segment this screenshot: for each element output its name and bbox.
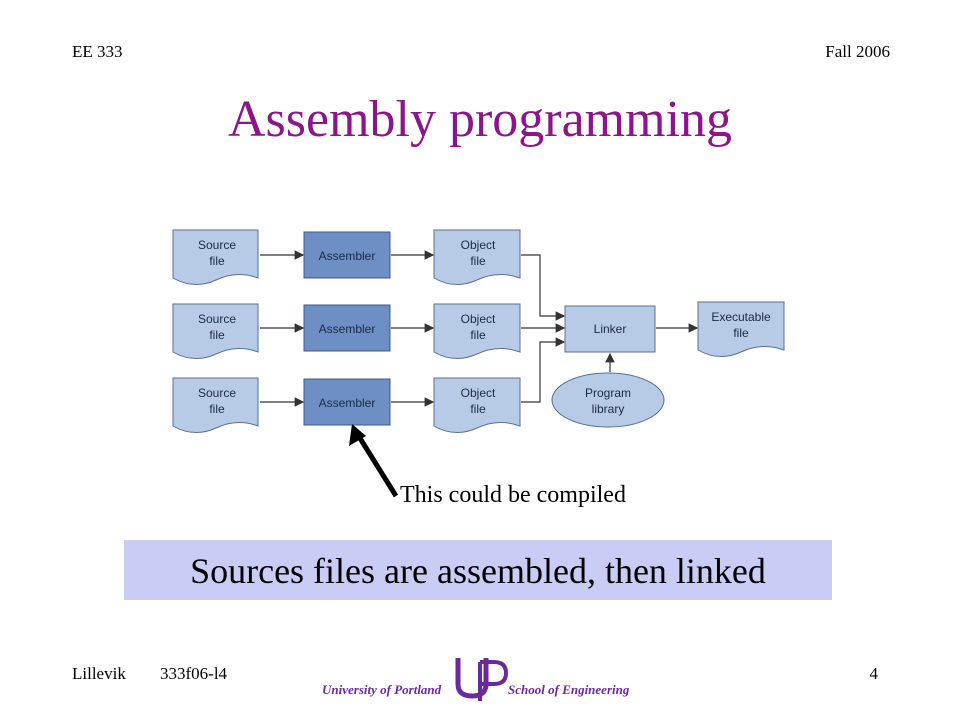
library-label-2: library (592, 402, 625, 416)
library-label-1: Program (585, 386, 631, 400)
source-file-3-label-2: file (209, 402, 225, 416)
object-file-1-label-2: file (470, 254, 486, 268)
connector-object-3 (521, 337, 566, 403)
source-file-2 (172, 303, 259, 359)
assembler-1-label: Assembler (319, 249, 376, 263)
assembler-3-label: Assembler (319, 396, 376, 410)
assembler-3 (303, 378, 391, 426)
university-name: University of Portland (322, 682, 442, 697)
object-file-2-label-2: file (470, 328, 486, 342)
executable-file (697, 301, 785, 357)
term-label: Fall 2006 (825, 42, 890, 61)
annotation-text: This could be compiled (400, 482, 626, 508)
object-file-2-label-1: Object (461, 312, 496, 326)
row-3: Source file Assembler Object file (172, 377, 521, 433)
annotation-arrow (355, 433, 399, 498)
source-file-1 (172, 229, 259, 285)
course-label: EE 333 (72, 42, 123, 61)
row-1: Source file Assembler Object file (172, 229, 521, 285)
linker-label: Linker (594, 322, 627, 336)
source-file-3-label-1: Source (198, 386, 236, 400)
executable-label-2: file (733, 326, 749, 340)
source-file-3 (172, 377, 259, 433)
source-file-2-label-1: Source (198, 312, 236, 326)
object-file-1 (433, 229, 521, 285)
summary-callout: Sources files are assembled, then linked (124, 540, 832, 600)
linker-box (564, 305, 656, 353)
footer-author: Lillevik (72, 664, 126, 683)
object-file-3-label-1: Object (461, 386, 496, 400)
executable-label-1: Executable (711, 310, 771, 324)
row-2: Source file Assembler Object file (172, 303, 521, 359)
assembler-2-label: Assembler (319, 322, 376, 336)
object-file-2 (433, 303, 521, 359)
up-monogram-icon (455, 658, 509, 701)
object-file-3-label-2: file (470, 402, 486, 416)
source-file-2-label-2: file (209, 328, 225, 342)
connector-object-1 (521, 254, 566, 321)
object-file-1-label-1: Object (461, 238, 496, 252)
assembler-1 (303, 231, 391, 279)
source-file-1-label-2: file (209, 254, 225, 268)
source-file-1-label-1: Source (198, 238, 236, 252)
footer-code: 333f06-l4 (160, 664, 228, 683)
assembler-2 (303, 304, 391, 352)
object-file-3 (433, 377, 521, 433)
program-library (551, 372, 665, 428)
slide-number: 4 (869, 664, 879, 683)
school-name: School of Engineering (508, 682, 630, 697)
annotation-arrowhead (349, 424, 366, 446)
university-logo: University of Portland School of Enginee… (322, 654, 652, 702)
slide-title: Assembly programming (227, 91, 733, 148)
